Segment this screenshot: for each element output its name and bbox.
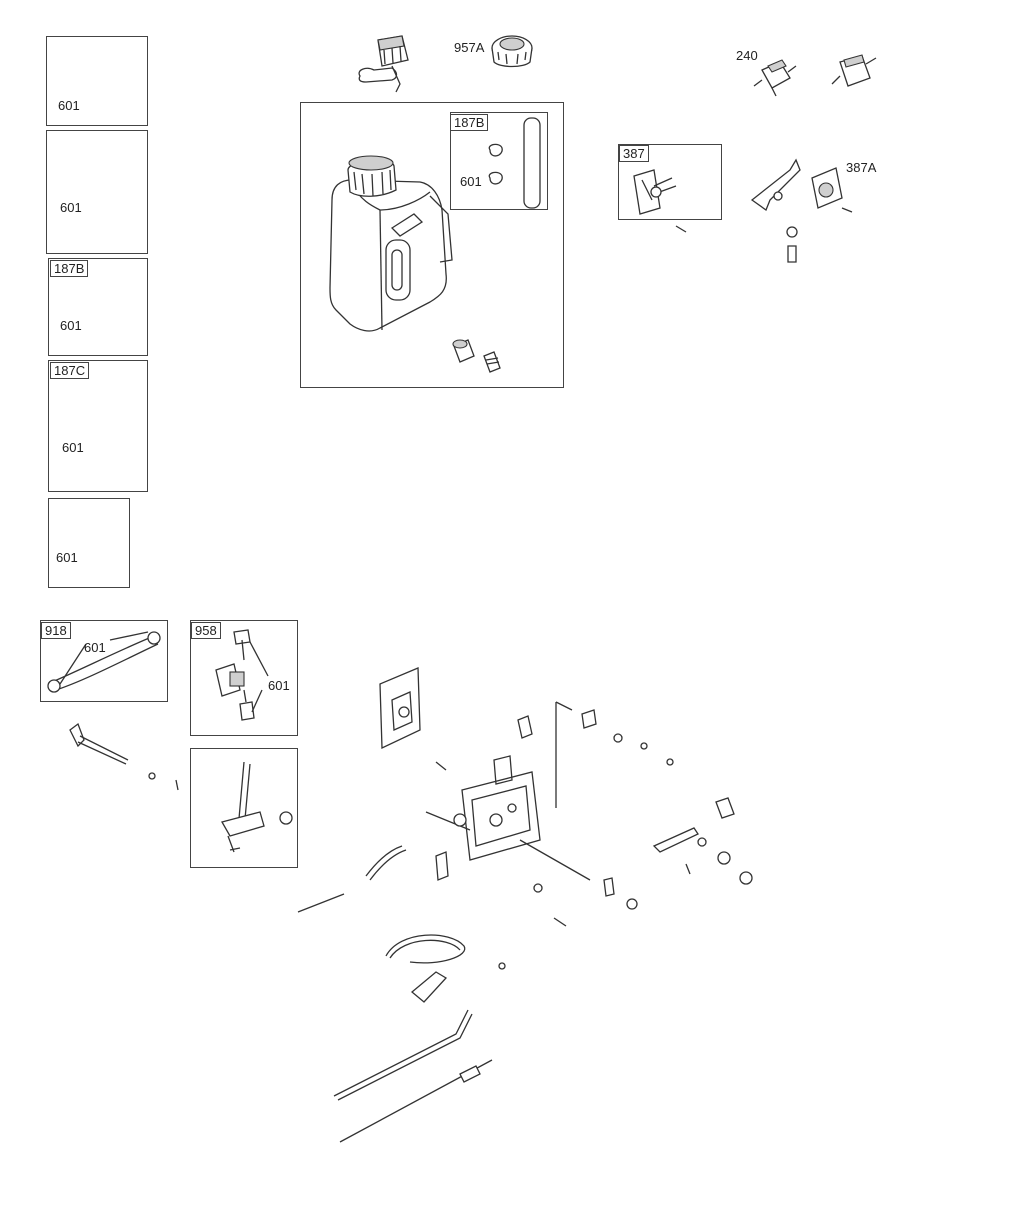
carburetor-kit-387	[633, 169, 687, 233]
callout-601-tank: 601	[460, 174, 482, 189]
carburetor-387A	[750, 158, 853, 263]
callout-387A: 387A	[846, 160, 877, 175]
fuel-hose-kit-box-5	[48, 498, 130, 588]
fuel-filter-240	[753, 59, 797, 97]
callout-187B-kit: 187B	[50, 260, 89, 277]
fuel-line-box-918	[40, 620, 168, 702]
callout-918: 918	[41, 622, 71, 639]
choke-rod	[339, 1059, 493, 1143]
callout-601-kit1: 601	[58, 98, 80, 113]
lever-arm-right	[652, 797, 753, 885]
main-control-plate	[425, 701, 591, 881]
callout-957A: 957A	[454, 40, 485, 55]
carburetor-kit-box-387	[618, 144, 722, 220]
fuel-cap-with-tether	[358, 35, 409, 93]
callout-958: 958	[191, 622, 221, 639]
callout-601-kit5: 601	[56, 550, 78, 565]
throttle-cable	[385, 934, 466, 1003]
fuel-filter-inline	[831, 54, 877, 87]
tank-fitting	[452, 339, 501, 373]
fuel-hose-187B-tank	[488, 117, 541, 209]
fuel-tank-box	[300, 102, 564, 388]
fuel-hose-kit-box-2	[46, 130, 148, 254]
callout-601-918: 601	[84, 640, 106, 655]
fuel-cap-957A	[491, 35, 533, 68]
callout-240: 240	[736, 48, 758, 63]
fuel-hose-kit-box-187B-tank	[450, 112, 548, 210]
hardware-screws	[498, 709, 674, 970]
governor-rod	[333, 1009, 473, 1101]
control-bracket	[379, 667, 447, 771]
fuel-line-918	[47, 631, 161, 693]
throttle-lever-box	[190, 748, 298, 868]
callout-601-kit2: 601	[60, 200, 82, 215]
control-rod-left	[69, 722, 179, 791]
fuel-hose-kit-box-187C	[48, 360, 148, 492]
throttle-lever-assembly	[221, 761, 293, 853]
callout-187C: 187C	[50, 362, 90, 379]
callout-601-958: 601	[268, 678, 290, 693]
callout-601-kit3: 601	[60, 318, 82, 333]
callout-187B-tank: 187B	[450, 114, 489, 131]
fuel-tank	[329, 155, 453, 332]
spring-link	[297, 845, 407, 913]
fuel-hose-kit-box-1	[46, 36, 148, 126]
fuel-shutoff-958	[215, 629, 269, 721]
callout-601-kit4: 601	[62, 440, 84, 455]
callout-387: 387	[619, 145, 649, 162]
fuel-shutoff-box-958	[190, 620, 298, 736]
